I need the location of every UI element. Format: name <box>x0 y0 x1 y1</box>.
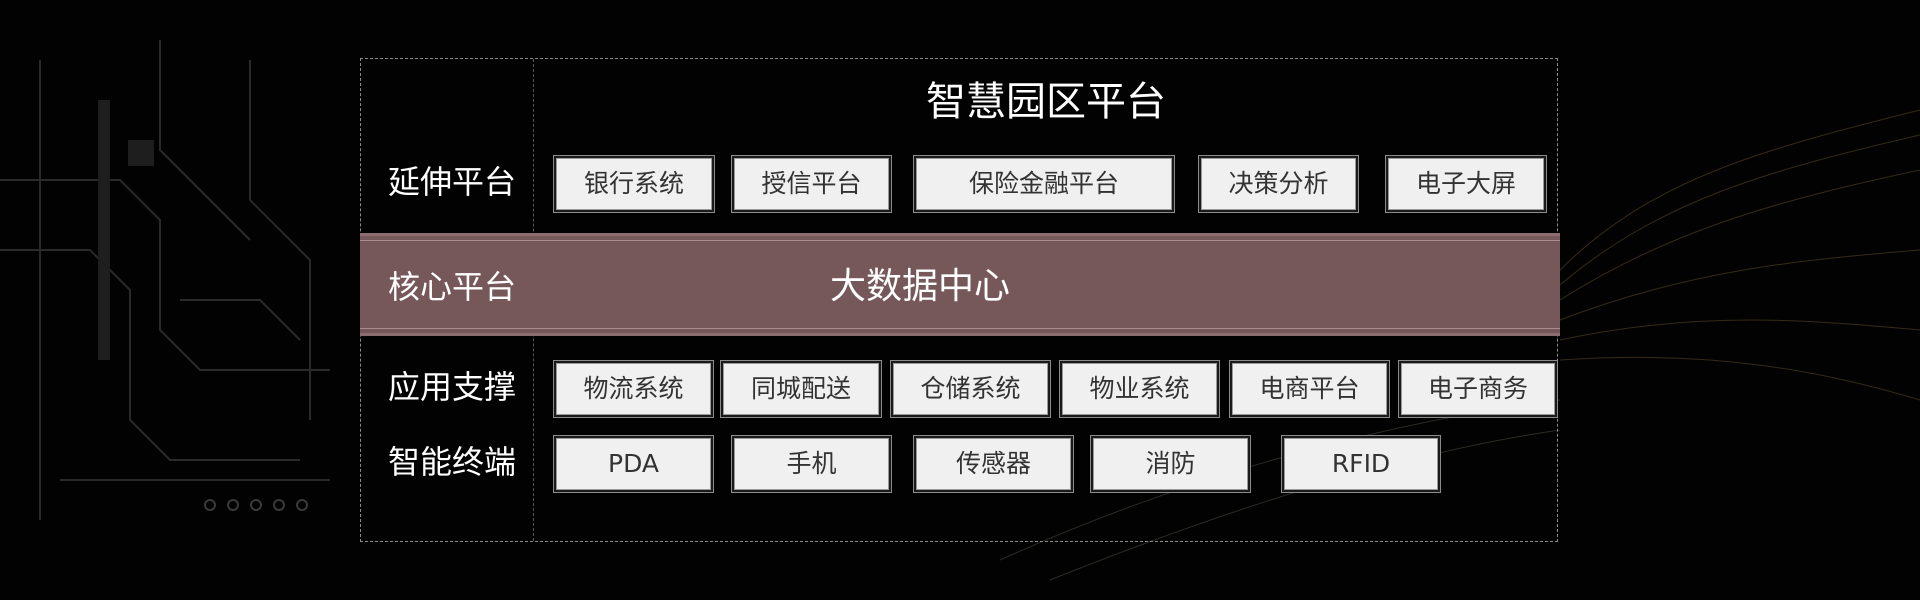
band-inner-line-bottom <box>360 328 1560 329</box>
module-insurance-finance[interactable]: 保险金融平台 <box>916 158 1172 210</box>
terminal-rfid[interactable]: RFID <box>1284 438 1438 490</box>
module-decision-analysis[interactable]: 决策分析 <box>1201 158 1356 210</box>
terminal-pda[interactable]: PDA <box>556 438 711 490</box>
page-title: 智慧园区平台 <box>926 79 1166 125</box>
row-label-core: 核心平台 <box>388 268 517 306</box>
module-logistics[interactable]: 物流系统 <box>556 363 711 415</box>
row-label-terminal: 智能终端 <box>388 443 517 481</box>
core-platform-band <box>360 233 1560 336</box>
module-warehouse[interactable]: 仓储系统 <box>893 363 1048 415</box>
row-label-application: 应用支撑 <box>388 368 517 406</box>
module-property[interactable]: 物业系统 <box>1062 363 1217 415</box>
terminal-sensor[interactable]: 传感器 <box>916 438 1071 490</box>
big-data-center-title: 大数据中心 <box>829 266 1010 307</box>
module-ecommerce-platform[interactable]: 电商平台 <box>1232 363 1387 415</box>
module-bank-system[interactable]: 银行系统 <box>556 158 712 210</box>
module-same-city-delivery[interactable]: 同城配送 <box>723 363 879 415</box>
terminal-mobile[interactable]: 手机 <box>734 438 889 490</box>
module-big-screen[interactable]: 电子大屏 <box>1388 158 1544 210</box>
module-electronic-commerce[interactable]: 电子商务 <box>1401 363 1555 415</box>
band-inner-line-top <box>360 240 1560 241</box>
terminal-fire-control[interactable]: 消防 <box>1093 438 1248 490</box>
module-credit-platform[interactable]: 授信平台 <box>734 158 889 210</box>
row-label-extension: 延伸平台 <box>388 163 517 201</box>
